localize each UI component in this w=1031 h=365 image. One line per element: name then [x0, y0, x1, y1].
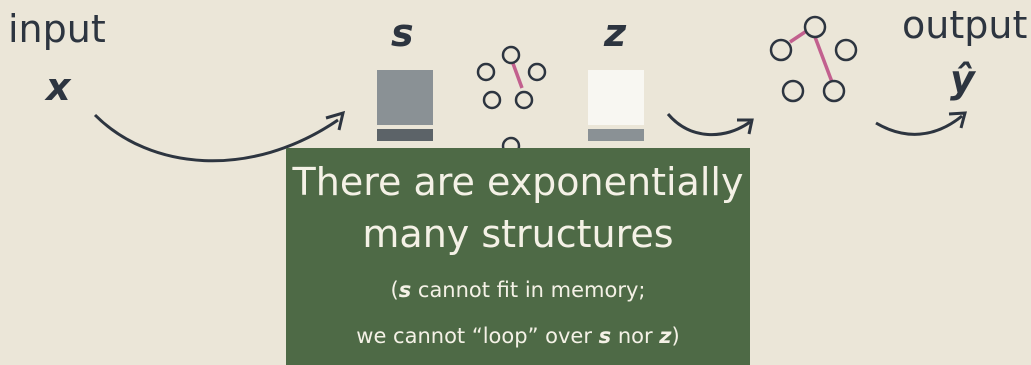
callout-note-2: we cannot “loop” over s nor z)	[286, 324, 750, 348]
note-rest: cannot fit in memory;	[411, 278, 646, 302]
s-variable-label: s	[391, 11, 414, 55]
callout-line-2: many structures	[362, 212, 674, 256]
input-variable-x: x	[46, 65, 71, 109]
structure-graph-small	[476, 45, 547, 156]
arrow-graph-to-output	[875, 114, 963, 136]
callout-note-1: (s cannot fit in memory;	[286, 278, 750, 302]
note2-mid: nor	[611, 324, 660, 348]
z-block-bar	[588, 129, 644, 141]
note2-close: )	[671, 324, 680, 348]
output-variable-y-hat: ŷ	[950, 57, 975, 101]
output-label: output	[902, 3, 1028, 47]
structure-graph-large	[769, 15, 858, 103]
callout-line-1: There are exponentially	[292, 160, 744, 204]
arrow-z-to-graph	[666, 113, 751, 136]
arrow-input-to-s	[93, 113, 339, 163]
note-s-var: s	[398, 278, 412, 302]
note2-pre: we cannot “loop” over	[356, 324, 599, 348]
s-block	[377, 70, 433, 125]
arrow-head-z-to-graph	[737, 118, 754, 135]
callout-box: There are exponentially many structures …	[286, 148, 750, 365]
s-block-bar	[377, 129, 433, 141]
z-variable-label: z	[604, 11, 627, 55]
note2-s-var: s	[598, 324, 612, 348]
note-paren-open: (	[390, 278, 399, 302]
input-label: input	[8, 7, 106, 51]
note2-z-var: z	[659, 324, 672, 348]
arrow-head-graph-to-output	[948, 111, 967, 129]
arrow-head-input-to-s	[325, 110, 346, 131]
z-block	[588, 70, 644, 125]
